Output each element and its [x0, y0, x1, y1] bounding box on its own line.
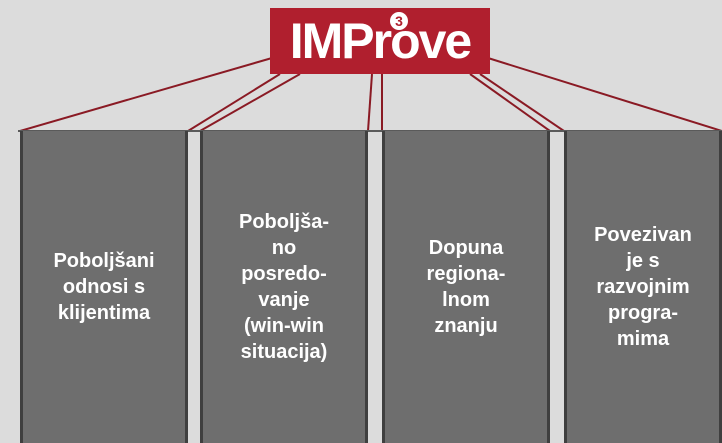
pillar-development-programs: Povezivan je s razvojnim progra- mima: [564, 131, 722, 443]
pillar-client-relations: Poboljšani odnosi s klijentima: [20, 131, 188, 443]
logo-superscript: 3: [390, 12, 408, 30]
pillar-mediation: Poboljša- no posredo- vanje (win-win sit…: [200, 131, 368, 443]
pillar-label: Povezivan je s razvojnim progra- mima: [594, 224, 692, 350]
improve-logo: IMProve 3: [270, 8, 490, 74]
pillar-label: Poboljša- no posredo- vanje (win-win sit…: [238, 211, 329, 363]
pillar-label: Dopuna regiona- lnom znanju: [426, 237, 506, 337]
pillar-regional-knowledge: Dopuna regiona- lnom znanju: [382, 131, 550, 443]
pillar-label: Poboljšani odnosi s klijentima: [53, 250, 155, 324]
logo-text: IMProve: [289, 13, 473, 69]
